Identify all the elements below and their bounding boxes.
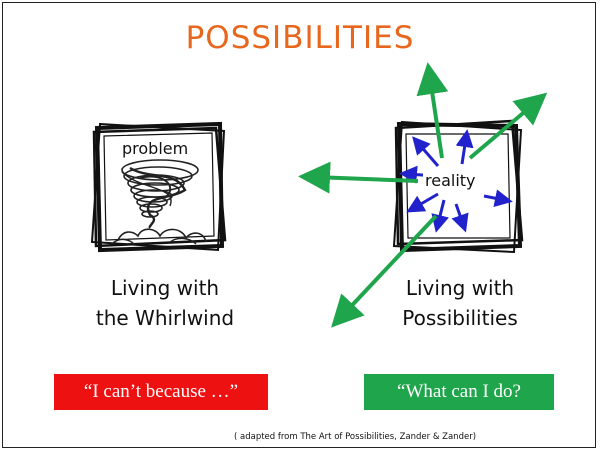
right-caption-line2: Possibilities xyxy=(402,306,518,330)
possibility-green-arrows xyxy=(298,62,548,328)
green-arrow-left xyxy=(298,161,419,194)
slide-title: POSSIBILITIES xyxy=(185,20,415,56)
right-caption-line1: Living with xyxy=(405,276,515,300)
reality-blue-arrows xyxy=(399,129,513,233)
slide-frame xyxy=(2,2,596,448)
left-caption-line1: Living with xyxy=(110,276,220,300)
problem-label: problem xyxy=(121,139,190,158)
blue-arrow-down-left xyxy=(406,192,439,213)
source-credit: ( adapted from The Art of Possibilities,… xyxy=(233,432,477,442)
green-arrow-down-left xyxy=(331,214,438,328)
what-can-i-do-quote-box: “What can I do? xyxy=(364,374,554,410)
whirlwind-icon xyxy=(111,159,207,245)
blue-arrow-down xyxy=(451,203,469,233)
blue-arrow-down-center xyxy=(431,199,449,233)
left-caption: Living with the Whirlwind xyxy=(70,273,260,333)
green-arrow-up-right xyxy=(468,92,548,160)
blue-arrow-up-left xyxy=(412,136,440,167)
blue-arrow-up xyxy=(455,129,474,165)
reality-label: reality xyxy=(423,171,478,190)
cant-quote-box: “I can’t because …” xyxy=(54,374,268,410)
blue-arrow-right xyxy=(483,189,513,208)
green-arrow-up xyxy=(416,62,449,159)
left-caption-line2: the Whirlwind xyxy=(95,306,235,330)
right-caption: Living with Possibilities xyxy=(365,273,555,333)
problem-box xyxy=(90,121,227,253)
